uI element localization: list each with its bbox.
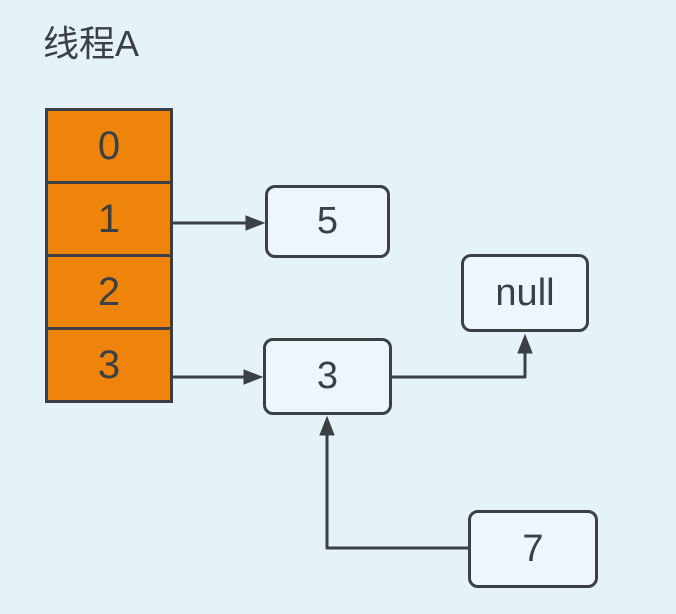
node-5: 5 [265, 185, 390, 258]
bucket-array: 0 1 2 3 [45, 108, 173, 403]
node-label: 3 [316, 355, 339, 397]
arrow-cell3-to-node3 [173, 369, 264, 385]
node-3: 3 [263, 338, 392, 415]
bucket-cell-1: 1 [45, 181, 173, 257]
bucket-cell-label: 0 [97, 123, 121, 168]
arrow-cell1-to-node5 [173, 215, 266, 231]
bucket-cell-0: 0 [45, 108, 173, 184]
diagram-title: 线程A [43, 23, 140, 64]
node-label: 5 [316, 200, 339, 242]
node-label: null [495, 271, 555, 314]
bucket-cell-label: 1 [97, 196, 121, 241]
arrow-node3-to-nullnode [392, 333, 533, 379]
node-7: 7 [468, 510, 598, 588]
bucket-cell-2: 2 [45, 254, 173, 330]
bucket-cell-3: 3 [45, 327, 173, 403]
node-null: null [461, 254, 589, 332]
arrow-node7-to-node3 [319, 415, 468, 550]
bucket-cell-label: 3 [97, 342, 121, 387]
node-label: 7 [522, 527, 544, 570]
bucket-cell-label: 2 [97, 269, 121, 314]
